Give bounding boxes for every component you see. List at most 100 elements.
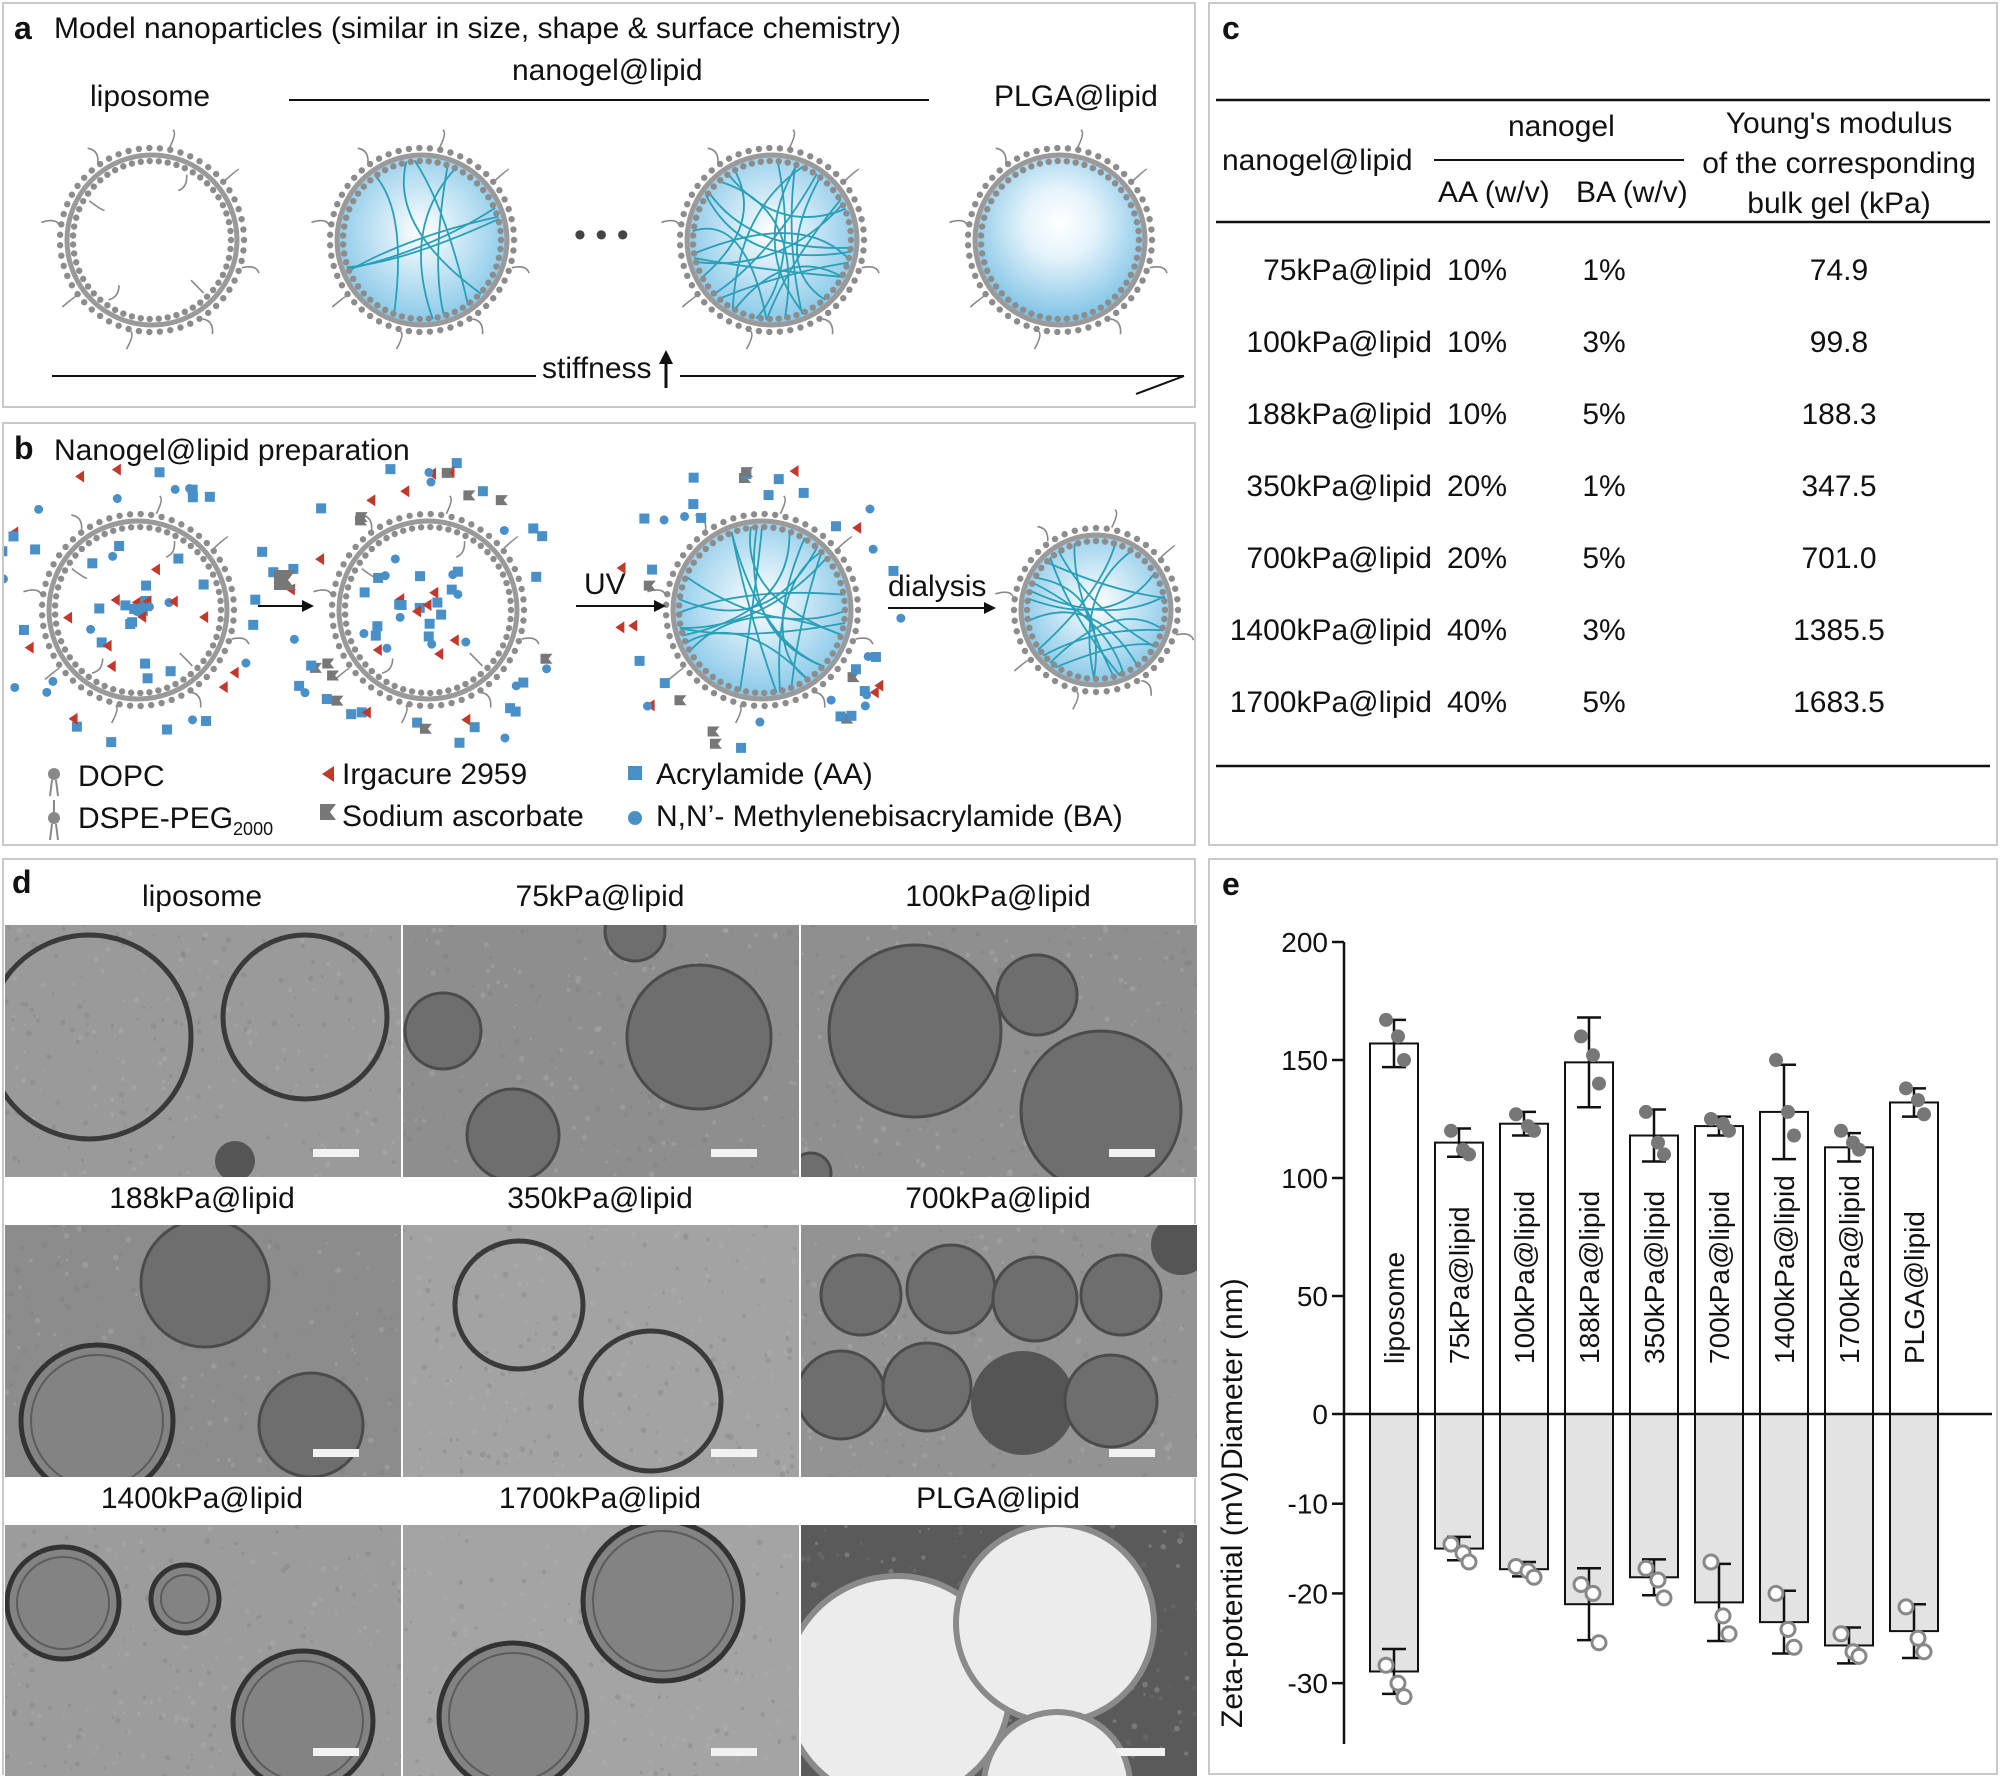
- zeta-point: [1389, 1674, 1407, 1692]
- step-uv-label: UV: [584, 568, 626, 601]
- row-aa: 10%: [1446, 398, 1508, 431]
- table-rules: [1216, 98, 1990, 768]
- row-ba: 1%: [1582, 470, 1626, 503]
- y-tick-label: 50: [1297, 1281, 1328, 1312]
- ylabel-diameter: Diameter (nm): [1216, 1278, 1249, 1470]
- diameter-point: [1852, 1142, 1866, 1157]
- y-tick-label: 100: [1281, 1163, 1328, 1194]
- table-row: 188kPa@lipid 10% 5% 188.3: [1210, 398, 2000, 438]
- bar-chart: liposome 75kPa@lipid 100kPa@lipid 188kPa@li…: [1281, 927, 1992, 1744]
- em-image-plga: [800, 1524, 1198, 1777]
- zeta-point: [1720, 1625, 1738, 1643]
- zeta-point: [1590, 1634, 1608, 1652]
- panel-b-graphic: [4, 458, 1195, 841]
- nanogel-label: nanogel@lipid: [512, 54, 703, 87]
- panel-a-title: Model nanoparticles (similar in size, sh…: [54, 12, 901, 45]
- diameter-bar: [1824, 1146, 1874, 1415]
- step-arrows: [258, 600, 996, 614]
- panel-b: b Nanogel@lipid preparation UV dialysis …: [2, 422, 1196, 846]
- header-modulus: Young's modulus of the corresponding bul…: [1688, 104, 1990, 224]
- y-tick-label: -30: [1288, 1668, 1328, 1699]
- zeta-point: [1832, 1625, 1850, 1643]
- row-ba: 3%: [1582, 326, 1626, 359]
- panel-b-label: b: [14, 430, 34, 466]
- zeta-bar: [1629, 1413, 1679, 1579]
- header-modulus-2: of the corresponding: [1702, 147, 1976, 180]
- legend-ba: N,N’- Methylenebisacrylamide (BA): [656, 800, 1123, 833]
- preparation-step-1: [4, 463, 279, 748]
- panel-a-graphic: [41, 99, 1185, 395]
- y-tick-label: 0: [1312, 1399, 1328, 1430]
- preparation-step-4: [995, 509, 1195, 710]
- row-modulus: 1683.5: [1793, 686, 1885, 719]
- y-tick-label: -10: [1288, 1489, 1328, 1520]
- diameter-point: [1462, 1147, 1476, 1162]
- aa-glyph-icon: [628, 766, 642, 780]
- em-caption-1400kpa: 1400kPa@lipid: [100, 1482, 304, 1515]
- panel-c: c nanogel@lipid nanogel AA (w/v) BA (w/v…: [1208, 2, 1998, 846]
- em-image-188kpa: [4, 1224, 402, 1478]
- dopc-glyph-icon: [48, 768, 60, 797]
- category-label: 1700kPa@lipid: [1834, 1175, 1865, 1364]
- row-modulus: 74.9: [1809, 254, 1869, 287]
- header-ba: BA (w/v): [1576, 176, 1688, 209]
- diameter-point: [1722, 1123, 1736, 1138]
- row-ba: 1%: [1582, 254, 1626, 287]
- table-row: 1700kPa@lipid 40% 5% 1683.5: [1210, 686, 2000, 726]
- panel-b-title: Nanogel@lipid preparation: [54, 434, 410, 467]
- row-modulus: 347.5: [1801, 470, 1877, 503]
- zeta-point: [1767, 1584, 1785, 1602]
- step-dialysis-label: dialysis: [888, 570, 987, 603]
- dspe-glyph-icon: [48, 800, 60, 841]
- em-caption-liposome: liposome: [141, 880, 263, 913]
- table-row: 350kPa@lipid 20% 1% 347.5: [1210, 470, 2000, 510]
- zeta-point: [1637, 1559, 1655, 1577]
- plga-particle: [949, 129, 1168, 350]
- diameter-point: [1639, 1104, 1653, 1119]
- zeta-bar: [1824, 1413, 1874, 1647]
- table-row: 700kPa@lipid 20% 5% 701.0: [1210, 542, 2000, 582]
- header-nanogel-lipid: nanogel@lipid: [1222, 144, 1413, 177]
- header-nanogel-group: nanogel: [1508, 110, 1615, 143]
- category-label: 100kPa@lipid: [1509, 1191, 1540, 1364]
- category-label: 1400kPa@lipid: [1769, 1175, 1800, 1364]
- zeta-point: [1702, 1553, 1720, 1571]
- em-caption-plga: PLGA@lipid: [916, 1482, 1080, 1515]
- diameter-point: [1592, 1076, 1606, 1091]
- diameter-point: [1509, 1107, 1523, 1122]
- diameter-point: [1444, 1123, 1458, 1138]
- ba-glyph-icon: [628, 811, 642, 825]
- legend-glyphs: [48, 766, 642, 841]
- preparation-step-3: [615, 465, 906, 753]
- em-caption-700kpa: 700kPa@lipid: [905, 1182, 1091, 1215]
- diameter-point: [1917, 1107, 1931, 1122]
- y-tick-label: 200: [1281, 927, 1328, 958]
- diameter-bar: [1564, 1061, 1614, 1416]
- ylabel-zeta: Zeta-potential (mV): [1216, 1471, 1249, 1728]
- table-row: 75kPa@lipid 10% 1% 74.9: [1210, 254, 2000, 294]
- row-aa: 10%: [1446, 326, 1508, 359]
- zeta-point: [1377, 1656, 1395, 1674]
- zeta-point: [1649, 1571, 1667, 1589]
- header-aa: AA (w/v): [1438, 176, 1550, 209]
- em-image-1400kpa: [4, 1524, 402, 1777]
- zeta-point: [1395, 1688, 1413, 1706]
- diameter-point: [1911, 1093, 1925, 1108]
- row-ba: 5%: [1582, 542, 1626, 575]
- diameter-point: [1704, 1112, 1718, 1126]
- category-label: 188kPa@lipid: [1574, 1191, 1605, 1364]
- legend-irgacure: Irgacure 2959: [342, 758, 528, 791]
- zeta-point: [1572, 1575, 1590, 1593]
- ascorbate-glyph-icon: [320, 804, 336, 820]
- category-label: 700kPa@lipid: [1704, 1191, 1735, 1364]
- diameter-bar: [1369, 1042, 1419, 1415]
- zeta-point: [1442, 1535, 1460, 1553]
- em-image-350kpa: [402, 1224, 800, 1478]
- zeta-point: [1897, 1598, 1915, 1616]
- em-caption-100kpa: 100kPa@lipid: [905, 880, 1091, 913]
- em-caption-1700kpa: 1700kPa@lipid: [498, 1482, 702, 1515]
- category-label: 75kPa@lipid: [1444, 1206, 1475, 1364]
- category-label: liposome: [1379, 1252, 1410, 1364]
- em-image-75kpa: [402, 924, 800, 1178]
- zeta-bar: [1889, 1413, 1939, 1633]
